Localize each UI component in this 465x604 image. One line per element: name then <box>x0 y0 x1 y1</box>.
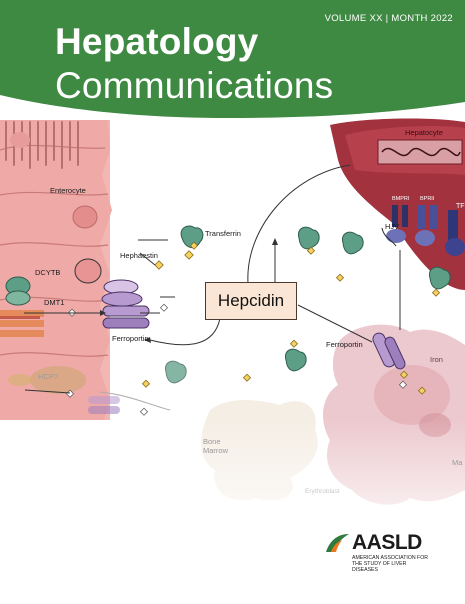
society-full-name: AMERICAN ASSOCIATION FOR THE STUDY OF LI… <box>352 555 428 573</box>
journal-subtitle: Communications <box>55 65 334 106</box>
label-bone-marrow: Bone Marrow <box>203 437 229 455</box>
label-hepatocyte: Hepatocyte <box>405 128 443 137</box>
aasld-logo-icon <box>326 534 349 552</box>
society-abbrev: AASLD <box>352 531 422 554</box>
label-bmpr2: BPRII <box>420 196 435 202</box>
label-transferrin: Transferrin <box>205 229 241 238</box>
pathway-arrows <box>24 164 401 411</box>
hepcidin-box: Hepcidin <box>205 282 297 320</box>
journal-title: Hepatology <box>55 21 259 62</box>
iron-particles-white <box>65 303 408 416</box>
iron-particles <box>141 241 441 395</box>
ferroportin-right <box>372 332 406 370</box>
issue-info: VOLUME XX | MONTH 2022 <box>324 13 453 24</box>
transferrin-proteins <box>164 225 451 384</box>
ferroportin-left <box>101 279 150 329</box>
label-ferroportin-right: Ferroportin <box>326 340 363 349</box>
label-erythroblast: Erythroblast <box>305 488 340 495</box>
label-hephaestin: Hephaestin <box>120 251 158 260</box>
label-dmt1: DMT1 <box>44 298 65 307</box>
header-band <box>0 0 465 118</box>
label-ferroportin-left: Ferroportin <box>112 334 149 343</box>
label-iron: Iron <box>430 355 443 364</box>
label-tfr: TF <box>456 203 465 210</box>
label-bmpr1: BMPRI <box>392 196 410 202</box>
label-enterocyte: Enterocyte <box>50 186 86 195</box>
label-macrophage: Ma <box>452 458 463 467</box>
label-dcytb: DCYTB <box>35 268 61 277</box>
label-hjv: HJV <box>385 222 400 231</box>
enterocyte-cells <box>0 120 112 420</box>
hepatocyte-cell <box>330 118 465 290</box>
label-hcp: HCP? <box>38 372 59 381</box>
ferroportin-lower-left <box>88 396 120 414</box>
